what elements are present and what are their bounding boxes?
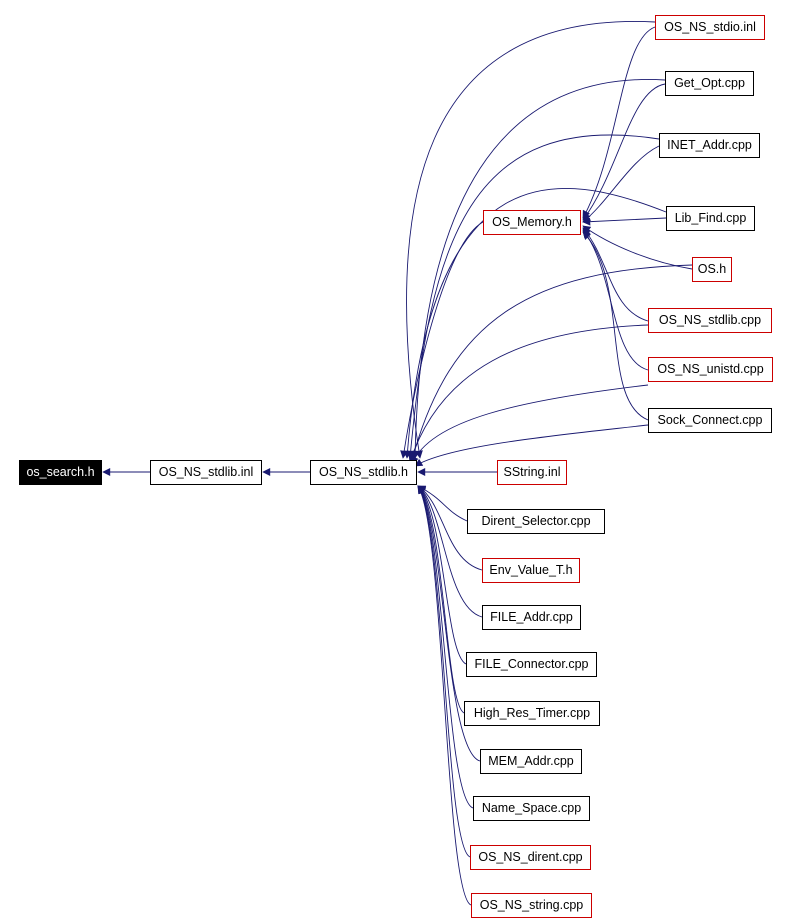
edge-sock-connect-to-stdlib-h (414, 424, 649, 467)
node-os-ns-stdlib-cpp[interactable]: OS_NS_stdlib.cpp (648, 308, 772, 333)
node-mem-addr-cpp[interactable]: MEM_Addr.cpp (480, 749, 582, 774)
edge-lib-find-to-os-memory (582, 217, 667, 226)
node-os-ns-stdlib-h[interactable]: OS_NS_stdlib.h (310, 460, 417, 485)
node-os-ns-stdio-inl[interactable]: OS_NS_stdio.inl (655, 15, 765, 40)
node-file-connector-cpp[interactable]: FILE_Connector.cpp (466, 652, 597, 677)
edge-sock-connect-to-os-memory (582, 231, 649, 421)
edge-inet-addr-to-os-memory (582, 145, 660, 223)
edge-inet-addr-to-stdlib-h (406, 134, 660, 459)
edge-unistd-to-os-memory (582, 229, 649, 371)
edge-get-opt-to-stdlib-h (411, 79, 666, 459)
edge-os-memory-to-stdlib-h (400, 221, 484, 459)
edge-unistd-to-stdlib-h (411, 384, 649, 465)
node-os-ns-unistd-cpp[interactable]: OS_NS_unistd.cpp (648, 357, 773, 382)
node-name-space-cpp[interactable]: Name_Space.cpp (473, 796, 590, 821)
edge-stdlib-cpp-to-stdlib-h (408, 324, 649, 463)
node-file-addr-cpp[interactable]: FILE_Addr.cpp (482, 605, 581, 630)
node-os-ns-stdlib-inl[interactable]: OS_NS_stdlib.inl (150, 460, 262, 485)
node-inet-addr-cpp[interactable]: INET_Addr.cpp (659, 133, 760, 158)
node-sstring-inl[interactable]: SString.inl (497, 460, 567, 485)
edge-os-h-to-stdlib-h (410, 264, 693, 461)
node-os-ns-dirent-cpp[interactable]: OS_NS_dirent.cpp (470, 845, 591, 870)
edge-dirent-to-stdlib-h (417, 485, 471, 858)
edge-file-addr-to-stdlib-h (417, 485, 483, 618)
node-high-res-timer-cpp[interactable]: High_Res_Timer.cpp (464, 701, 600, 726)
node-os-memory-h[interactable]: OS_Memory.h (483, 210, 581, 235)
edge-stdio-inl-to-os-memory (582, 26, 656, 219)
node-lib-find-cpp[interactable]: Lib_Find.cpp (666, 206, 755, 231)
edge-name-space-to-stdlib-h (417, 485, 474, 809)
node-os-ns-string-cpp[interactable]: OS_NS_string.cpp (471, 893, 592, 918)
edge-file-connector-to-stdlib-h (417, 485, 467, 665)
edge-string-to-stdlib-h (417, 485, 472, 906)
edge-high-res-timer-to-stdlib-h (417, 485, 465, 714)
edge-os-h-to-os-memory (582, 225, 693, 270)
edge-get-opt-to-os-memory (582, 83, 666, 221)
edge-stdlib-cpp-to-os-memory (582, 227, 649, 322)
node-sock-connect-cpp[interactable]: Sock_Connect.cpp (648, 408, 772, 433)
edge-mem-addr-to-stdlib-h (417, 485, 481, 762)
edge-stdio-inl-to-stdlib-h (405, 21, 656, 459)
node-os-h[interactable]: OS.h (692, 257, 732, 282)
edge-lib-find-to-stdlib-h (403, 188, 667, 459)
node-env-value-t-h[interactable]: Env_Value_T.h (482, 558, 580, 583)
node-get-opt-cpp[interactable]: Get_Opt.cpp (665, 71, 754, 96)
node-dirent-selector-cpp[interactable]: Dirent_Selector.cpp (467, 509, 605, 534)
node-os-search-h: os_search.h (19, 460, 102, 485)
